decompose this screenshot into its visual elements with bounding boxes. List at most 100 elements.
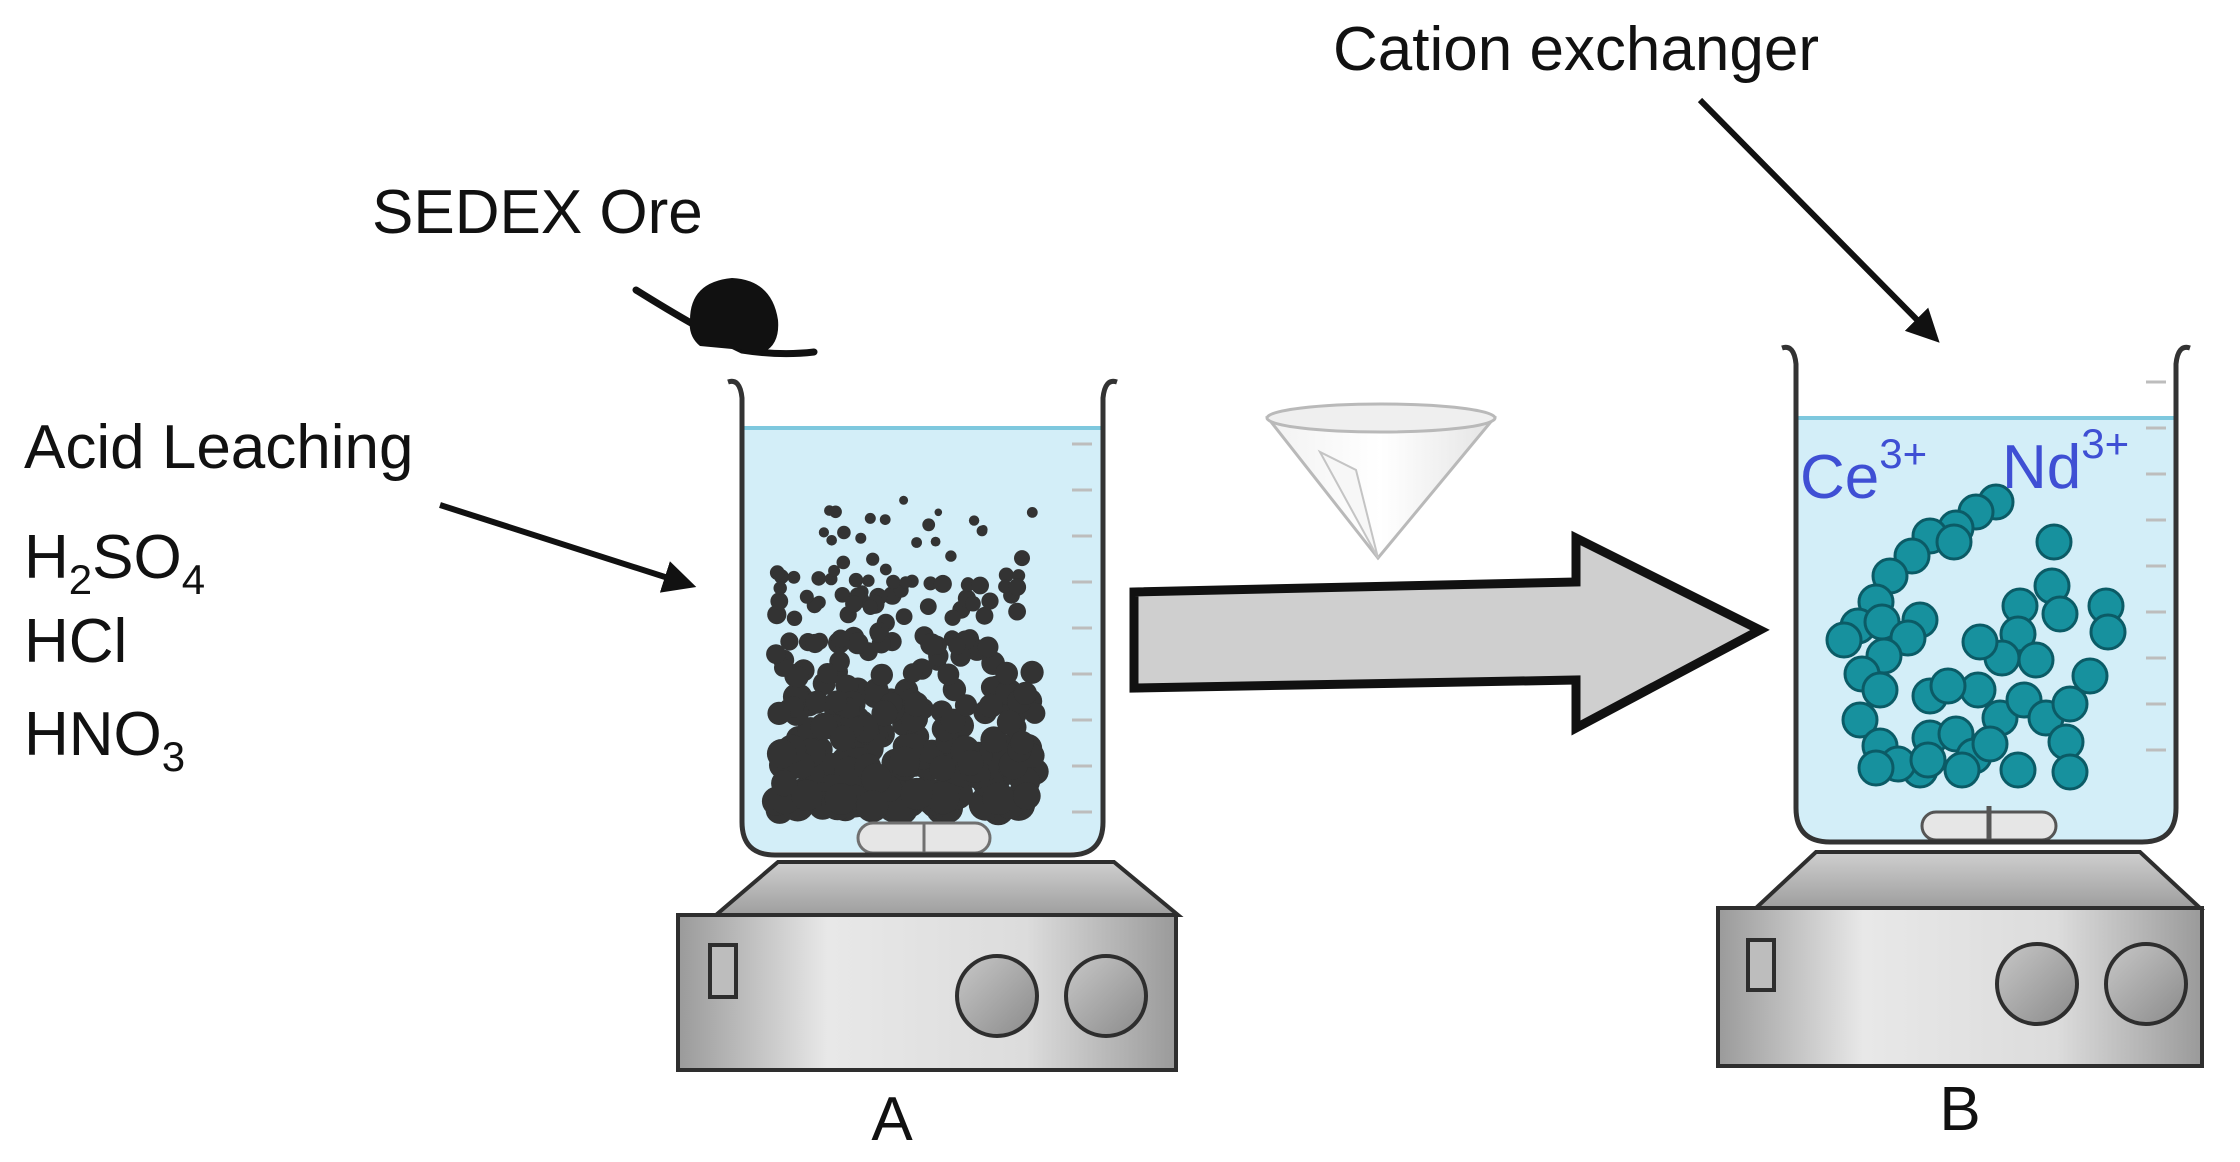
ore-particle [828,564,841,577]
stirrer-a-switch[interactable] [708,943,738,999]
ore-particle [1013,681,1037,706]
beaker-b-label: B [1939,1075,1980,1144]
ore-particle [889,746,921,777]
ore-particle [879,563,892,576]
ore-particle [968,515,980,526]
exchanger-bead [1861,671,1899,709]
acid-hcl: HCl [24,607,127,676]
beaker-a-label: A [871,1085,913,1154]
ore-particle [930,536,941,547]
ore-particle [810,712,838,740]
ore-particle [933,574,952,593]
ore-particle [879,514,891,525]
ore-particle [995,661,1018,685]
exchanger-bead [2035,523,2073,561]
ore-particle [805,633,825,654]
ore-particle [846,632,869,655]
ore-particle [767,701,791,726]
exchanger-bead [1929,667,1967,705]
stirrer-a-knob-1[interactable] [955,954,1039,1038]
ore-particle [831,629,850,648]
ore-particle [900,777,933,810]
sedex-ore-label: SEDEX Ore [372,178,703,247]
ore-particle [871,700,898,727]
ore-particle [940,708,966,734]
beaker-a [727,378,1118,858]
ore-particle [1013,782,1041,810]
ore-particle [825,690,848,713]
ore-particle [811,571,826,586]
ore-particle [770,592,789,611]
acid-leaching-label: Acid Leaching [24,413,414,482]
exchanger-bead [1935,523,1973,561]
stirrer-b-knob-2[interactable] [2104,942,2188,1026]
exchanger-bead [2041,595,2079,633]
exchanger-bead [1841,701,1879,739]
ore-particle [934,508,943,517]
ore-particle [766,739,797,769]
ore-lump [689,278,779,352]
exchanger-bead [1961,623,1999,661]
exchanger-bead [1971,725,2009,763]
ore-particle [855,532,867,544]
exchanger-bead [1909,741,1947,779]
ore-particle [1010,730,1034,755]
exchanger-bead [1857,749,1895,787]
beaker-a-glass [727,378,1118,858]
ore-particle [911,537,922,548]
stirrer-a-knob-2[interactable] [1064,954,1148,1038]
beaker-b-glass [1781,344,2191,845]
ore-particle [937,663,960,686]
ore-particle [780,632,799,651]
exchanger-bead [2051,753,2089,791]
ore-particle [766,644,786,664]
stirrer-b-body [1716,906,2204,1068]
ore-particle [786,610,803,626]
ore-particle [836,555,851,570]
ore-particle [799,589,814,604]
ore-particle [1008,602,1026,621]
ore-particle [899,576,912,589]
ore-particle [923,576,938,591]
ore-particle [862,574,875,587]
hot-plate-stirrer-a [676,860,1184,1072]
ore-particle [787,570,801,584]
ore-particle [981,592,999,610]
ore-particle [919,598,937,615]
ore-particle [864,512,876,524]
ore-particle [829,725,856,752]
ore-particle [977,636,999,658]
cation-exchanger-beads [1825,483,2127,791]
ore-particle [773,581,787,595]
ore-particle [996,709,1022,735]
filter-funnel [1264,402,1498,561]
stirrer-b-switch[interactable] [1746,938,1776,992]
exchanger-bead [1999,751,2037,789]
ore-particle [944,609,961,626]
ore-particle [948,637,966,655]
exchanger-bead [1825,621,1863,659]
stirrer-b-knob-1[interactable] [1995,942,2079,1026]
transfer-arrow [1129,530,1770,736]
ore-particle [818,527,830,538]
ore-particle [787,666,809,688]
beaker-b-graduations [2146,380,2166,752]
ore-particle [870,626,887,643]
cation-exchanger-arrow [1697,97,1940,343]
ore-particle [805,690,829,714]
ore-particle [954,694,978,717]
ore-particle [791,779,823,811]
ion-nd: Nd3+ [2002,420,2129,502]
ore-particle [886,574,901,589]
exchanger-bead [2071,657,2109,695]
ore-particle [769,565,785,581]
ore-particle [861,763,892,794]
stirrer-a-top [710,860,1184,917]
ore-particle [980,726,1007,753]
exchanger-bead [2047,723,2085,761]
ore-particle [834,587,851,603]
ore-particle [895,608,913,625]
ore-particle [817,663,838,684]
exchanger-bead [2017,641,2055,679]
beaker-b [1781,344,2191,845]
